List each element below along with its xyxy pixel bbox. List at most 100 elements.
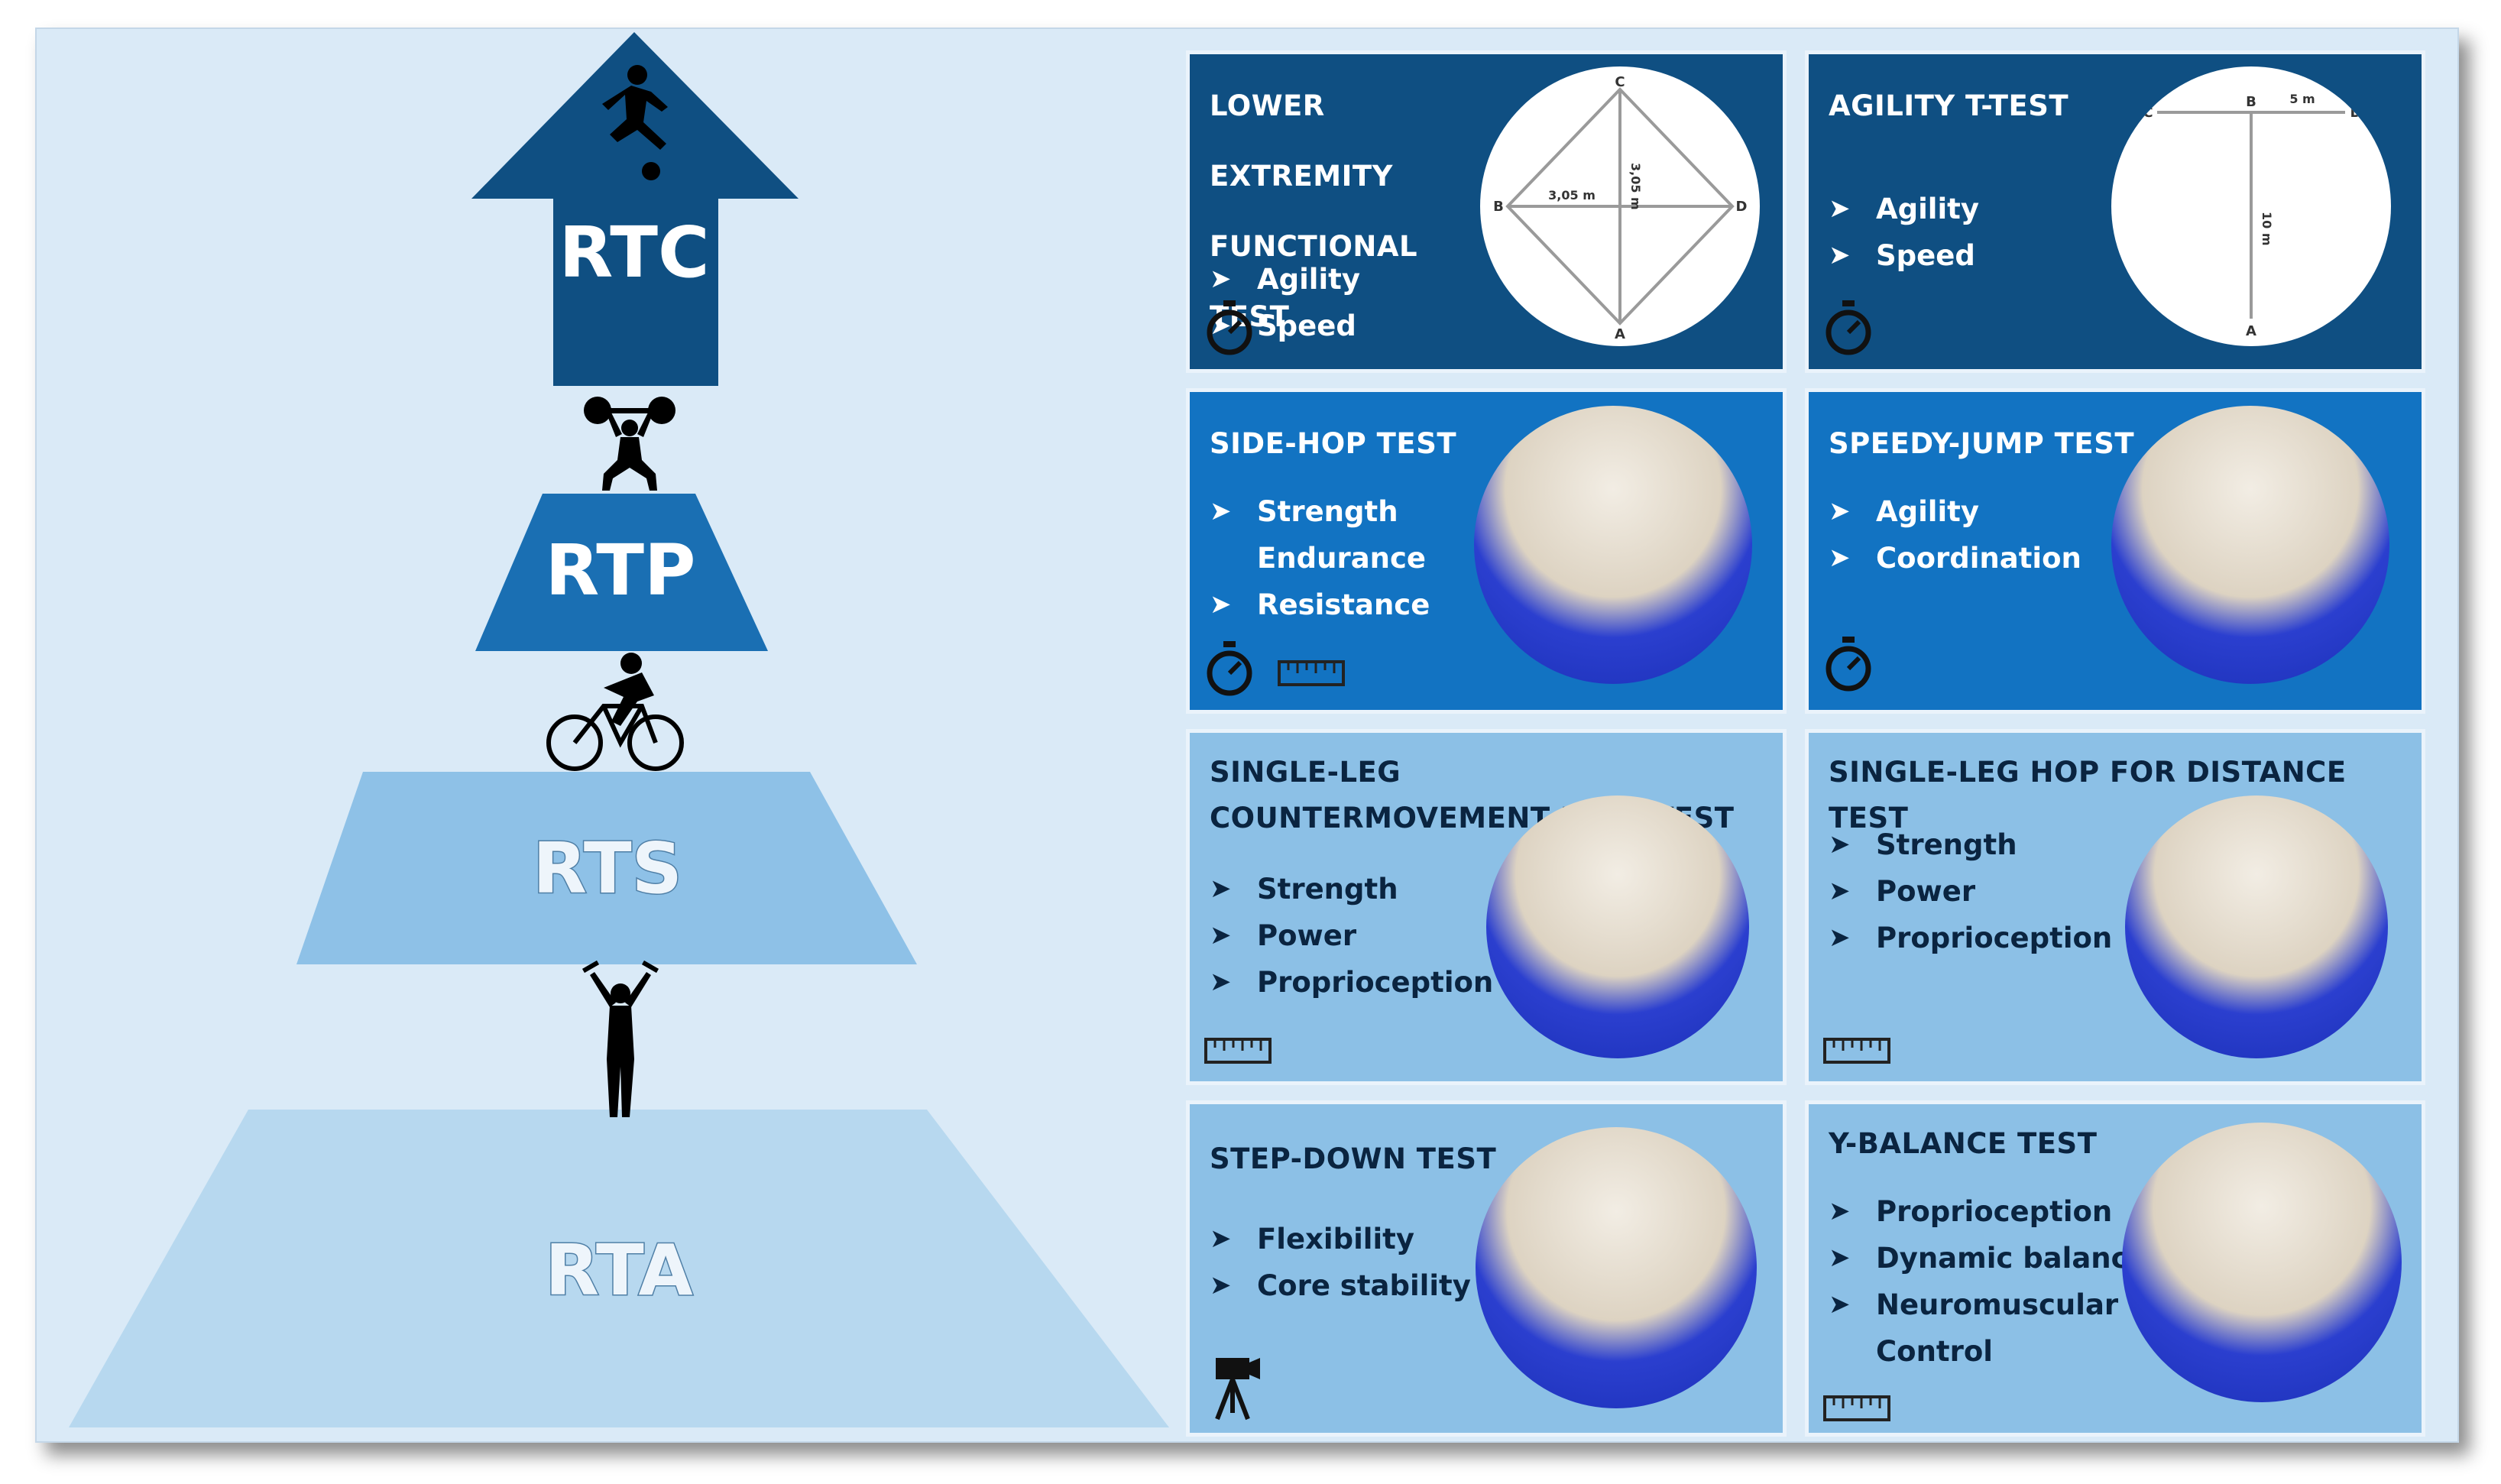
course-diagram: C B D A 3,05 m 3,05 m <box>1480 66 1760 346</box>
skill-list: ➤Agility ➤Coordination <box>1829 488 2081 582</box>
test-title: SPEEDY-JUMP TEST <box>1829 427 2135 460</box>
level-label-rts: RTS <box>533 828 682 909</box>
skill-list: ➤Agility ➤Speed <box>1210 256 1360 349</box>
list-item: ➤Power <box>1829 868 2112 915</box>
skill-list: ➤Strength ➤Power ➤Proprioception <box>1829 821 2112 961</box>
test-panel-speedy-jump: SPEEDY-JUMP TEST ➤Agility ➤Coordination <box>1805 388 2425 714</box>
course-diagram: B C D A 5 m 10 m <box>2111 66 2391 346</box>
ruler-icon <box>1278 660 1345 686</box>
svg-text:D: D <box>1736 199 1748 215</box>
test-photo <box>2122 1123 2402 1402</box>
svg-text:A: A <box>1615 326 1625 342</box>
pyramid-level-rtp <box>475 494 768 651</box>
skill-list: ➤Agility ➤Speed <box>1829 186 1979 279</box>
test-photo <box>1486 795 1749 1058</box>
list-item: ➤Dynamic balance <box>1829 1235 2147 1281</box>
chevron-right-icon: ➤ <box>1210 1270 1232 1301</box>
stopwatch-icon <box>1826 637 1871 692</box>
svg-text:5 m: 5 m <box>2289 92 2315 106</box>
svg-text:D: D <box>2350 105 2362 121</box>
test-panel-side-hop: SIDE-HOP TEST ➤Strength Endurance ➤Resis… <box>1186 388 1787 714</box>
chevron-right-icon: ➤ <box>1829 876 1851 906</box>
test-title: STEP-DOWN TEST <box>1210 1142 1497 1175</box>
list-item: ➤Flexibility <box>1210 1216 1471 1262</box>
chevron-right-icon: ➤ <box>1210 496 1232 527</box>
list-item: ➤Resistance <box>1210 582 1430 628</box>
svg-text:C: C <box>1615 74 1625 90</box>
pyramid-level-rta <box>69 1110 1169 1427</box>
chevron-right-icon: ➤ <box>1829 922 1851 953</box>
svg-text:10 m: 10 m <box>2260 212 2274 246</box>
rehab-pyramid: RTC RTP RTS RTA <box>69 32 1169 1427</box>
list-item: ➤Core stability <box>1210 1262 1471 1309</box>
ruler-icon <box>1823 1395 1890 1421</box>
list-item: ➤Strength <box>1210 488 1430 535</box>
pyramid-level-rtc <box>471 32 799 386</box>
test-title: Y-BALANCE TEST <box>1829 1127 2098 1160</box>
skill-list: ➤Strength Endurance ➤Resistance <box>1210 488 1430 628</box>
test-photo <box>1476 1127 1757 1408</box>
pyramid-level-rts <box>296 772 917 964</box>
test-panel-y-balance: Y-BALANCE TEST ➤Proprioception ➤Dynamic … <box>1805 1100 2425 1437</box>
test-photo <box>2125 795 2388 1058</box>
list-item: ➤Agility <box>1829 488 2081 535</box>
stopwatch-icon <box>1826 300 1871 355</box>
chevron-right-icon: ➤ <box>1829 1196 1851 1226</box>
test-panel-hop-for-distance: SINGLE-LEG HOP FOR DISTANCE TEST ➤Streng… <box>1805 729 2425 1085</box>
level-label-rtp: RTP <box>546 530 696 611</box>
list-item: Endurance <box>1257 542 1427 575</box>
chevron-right-icon: ➤ <box>1210 589 1232 620</box>
chevron-right-icon: ➤ <box>1829 1289 1851 1320</box>
test-title: AGILITY T-TEST <box>1829 89 2069 122</box>
camera-tripod-icon <box>1215 1358 1260 1421</box>
skill-list: ➤Proprioception ➤Dynamic balance ➤Neurom… <box>1829 1188 2147 1375</box>
list-item: ➤Proprioception <box>1210 959 1493 1006</box>
list-item: ➤Power <box>1210 912 1493 959</box>
test-title: LOWER EXTREMITY FUNCTIONAL TEST <box>1210 89 1418 333</box>
skill-list: ➤Flexibility ➤Core stability <box>1210 1216 1471 1309</box>
stopwatch-icon <box>1207 300 1252 355</box>
chevron-right-icon: ➤ <box>1829 496 1851 527</box>
chevron-right-icon: ➤ <box>1210 264 1232 294</box>
level-label-rta: RTA <box>545 1230 693 1311</box>
test-title: SINGLE-LEG HOP FOR DISTANCE TEST <box>1829 756 2347 834</box>
list-item: ➤Coordination <box>1829 535 2081 582</box>
list-item: ➤Proprioception <box>1829 1188 2147 1235</box>
chevron-right-icon: ➤ <box>1829 1243 1851 1273</box>
soccer-player-icon <box>602 65 668 180</box>
ruler-icon <box>1823 1038 1890 1064</box>
cyclist-icon <box>546 653 684 771</box>
test-panel-lower-extremity: LOWER EXTREMITY FUNCTIONAL TEST ➤Agility… <box>1186 50 1787 373</box>
chevron-right-icon: ➤ <box>1210 873 1232 904</box>
skill-list: ➤Strength ➤Power ➤Proprioception <box>1210 866 1493 1006</box>
list-item: ➤Speed <box>1829 232 1979 279</box>
level-label-rtc: RTC <box>559 212 710 293</box>
svg-text:3,05 m: 3,05 m <box>1548 188 1596 203</box>
chevron-right-icon: ➤ <box>1829 193 1851 224</box>
weightlifter-icon <box>584 397 675 491</box>
ruler-icon <box>1204 1038 1272 1064</box>
test-panel-agility-t: AGILITY T-TEST ➤Agility ➤Speed B C D A 5… <box>1805 50 2425 373</box>
list-item: Control <box>1876 1335 1993 1368</box>
test-photo <box>1474 406 1752 684</box>
list-item: ➤Agility <box>1829 186 1979 232</box>
list-item: ➤Proprioception <box>1829 915 2112 961</box>
test-panel-step-down: STEP-DOWN TEST ➤Flexibility ➤Core stabil… <box>1186 1100 1787 1437</box>
chevron-right-icon: ➤ <box>1210 967 1232 997</box>
chevron-right-icon: ➤ <box>1829 543 1851 573</box>
list-item: ➤Neuromuscular <box>1829 1281 2147 1328</box>
svg-text:A: A <box>2246 323 2256 339</box>
list-item: ➤Speed <box>1210 303 1360 349</box>
test-title: SIDE-HOP TEST <box>1210 427 1457 460</box>
test-panel-countermovement-jump: SINGLE-LEG COUNTERMOVEMENT JUMP TEST ➤St… <box>1186 729 1787 1085</box>
list-item: ➤Agility <box>1210 256 1360 303</box>
test-photo <box>2111 406 2389 684</box>
list-item: ➤Strength <box>1210 866 1493 912</box>
crutches-person-icon <box>582 960 659 1117</box>
chevron-right-icon: ➤ <box>1210 1223 1232 1254</box>
svg-text:3,05 m: 3,05 m <box>1628 163 1643 210</box>
chevron-right-icon: ➤ <box>1210 920 1232 951</box>
stopwatch-icon <box>1207 641 1252 696</box>
svg-text:B: B <box>1493 199 1504 215</box>
svg-text:B: B <box>2246 94 2256 110</box>
